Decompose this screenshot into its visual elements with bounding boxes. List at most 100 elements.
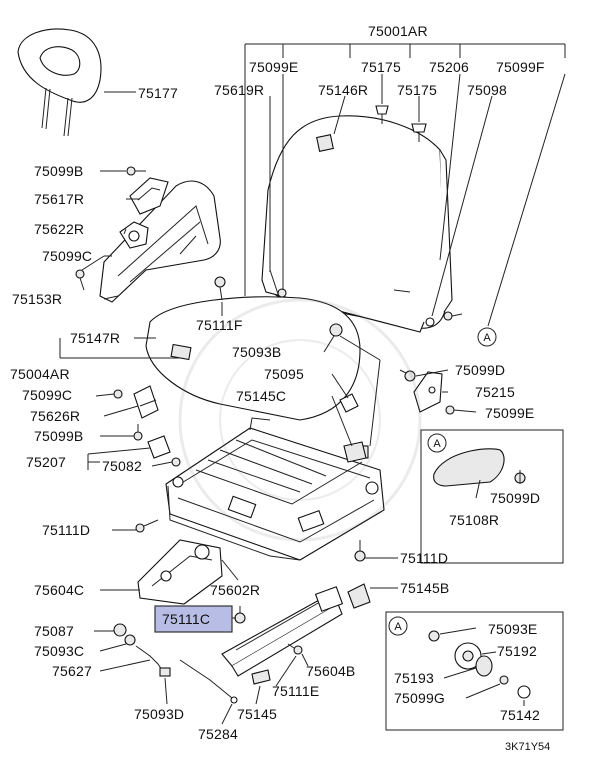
washer-75098[interactable] xyxy=(425,317,435,327)
label-75142[interactable]: 75142 xyxy=(500,707,540,723)
knob-75192[interactable] xyxy=(454,642,482,670)
clip-75099E-top[interactable] xyxy=(277,288,287,298)
bolt-75099B-b[interactable] xyxy=(133,424,143,441)
screw-75099G[interactable] xyxy=(499,675,509,685)
label-75111C[interactable]: 75111C xyxy=(162,611,210,627)
armrest-part[interactable] xyxy=(433,448,505,487)
bolt-75111D-b[interactable] xyxy=(354,540,366,562)
label-75207[interactable]: 75207 xyxy=(26,454,66,470)
label-75099E-b[interactable]: 75099E xyxy=(485,405,534,421)
slide-cover-part[interactable] xyxy=(347,583,371,609)
label-75099C-a[interactable]: 75099C xyxy=(42,248,92,264)
label-75108R[interactable]: 75108R xyxy=(449,512,499,528)
label-75622R[interactable]: 75622R xyxy=(34,221,84,237)
part-75207[interactable] xyxy=(147,435,171,459)
label-75153R[interactable]: 75153R xyxy=(12,291,62,307)
cable-75627[interactable] xyxy=(135,645,163,671)
knob-bracket-part[interactable] xyxy=(119,221,149,249)
seat-back-part[interactable] xyxy=(261,115,453,333)
bolt-75099B-a[interactable] xyxy=(126,166,146,176)
label-75099C-b[interactable]: 75099C xyxy=(22,387,72,403)
label-75099D-b[interactable]: 75099D xyxy=(490,490,540,506)
label-75617R[interactable]: 75617R xyxy=(34,191,84,207)
seat-cushion-part[interactable] xyxy=(145,296,361,421)
label-75099G[interactable]: 75099G xyxy=(394,690,445,706)
headrest-part[interactable] xyxy=(17,28,102,137)
label-75627[interactable]: 75627 xyxy=(52,663,92,679)
bolt-75099E-b[interactable] xyxy=(445,405,455,415)
callout-A-main: A xyxy=(477,327,497,347)
label-75111D-a[interactable]: 75111D xyxy=(42,522,90,538)
label-75619R[interactable]: 75619R xyxy=(214,82,264,98)
bracket-75626R[interactable] xyxy=(133,385,159,419)
label-75215[interactable]: 75215 xyxy=(475,384,515,400)
label-75099B-a[interactable]: 75099B xyxy=(34,163,83,179)
label-75099E-top[interactable]: 75099E xyxy=(249,59,298,75)
cap-75193[interactable] xyxy=(475,655,493,677)
label-75093D[interactable]: 75093D xyxy=(134,706,184,722)
label-75626R[interactable]: 75626R xyxy=(30,408,80,424)
bolt-75099C-b[interactable] xyxy=(113,389,123,399)
label-75001AR[interactable]: 75001AR xyxy=(368,23,428,39)
label-75602R[interactable]: 75602R xyxy=(210,582,260,598)
label-75082[interactable]: 75082 xyxy=(102,458,142,474)
cover-75145[interactable] xyxy=(251,669,271,685)
bolt-75099D-a[interactable] xyxy=(399,369,416,382)
clip-75111F[interactable] xyxy=(214,276,226,301)
cap-75142[interactable] xyxy=(517,685,531,699)
label-75145C[interactable]: 75145C xyxy=(236,388,286,404)
cable-75284[interactable] xyxy=(179,659,238,704)
label-75098[interactable]: 75098 xyxy=(467,82,507,98)
seat-frame-part[interactable] xyxy=(165,417,385,561)
lever-bracket-part[interactable] xyxy=(129,177,169,215)
bolt-75111D-a[interactable] xyxy=(135,519,159,533)
clip-75175-b[interactable] xyxy=(411,123,427,142)
side-cover-part[interactable] xyxy=(99,180,221,303)
label-75111D-b[interactable]: 75111D xyxy=(400,550,448,566)
label-75093B[interactable]: 75093B xyxy=(232,344,281,360)
callout-A-box1-label: A xyxy=(433,438,441,450)
label-75604B[interactable]: 75604B xyxy=(306,663,355,679)
part-75082[interactable] xyxy=(171,457,181,467)
nut-75087[interactable] xyxy=(113,623,127,637)
right-slide-rail-part[interactable] xyxy=(221,586,344,677)
nut-75093E[interactable] xyxy=(428,630,440,642)
label-75093E[interactable]: 75093E xyxy=(488,621,537,637)
bolt-75099F[interactable] xyxy=(443,311,463,321)
highlight-75111C xyxy=(154,605,233,633)
label-75087[interactable]: 75087 xyxy=(34,623,74,639)
clip-75175-a[interactable] xyxy=(375,105,389,124)
clip-75095[interactable] xyxy=(339,393,359,413)
label-75175-b[interactable]: 75175 xyxy=(397,82,437,98)
label-75111F[interactable]: 75111F xyxy=(196,317,243,333)
label-75099F[interactable]: 75099F xyxy=(496,59,545,75)
nut-75093B[interactable] xyxy=(329,323,343,337)
label-75093C[interactable]: 75093C xyxy=(34,643,84,659)
bolt-75111E[interactable] xyxy=(287,643,303,655)
label-75145[interactable]: 75145 xyxy=(237,706,277,722)
label-75175-a[interactable]: 75175 xyxy=(361,59,401,75)
nut-75093C[interactable] xyxy=(124,634,136,646)
label-75004AR[interactable]: 75004AR xyxy=(10,366,70,382)
label-75095[interactable]: 75095 xyxy=(264,366,304,382)
inset-box-armrest: A xyxy=(420,429,564,564)
label-75284[interactable]: 75284 xyxy=(198,726,238,742)
clip-75145C[interactable] xyxy=(343,441,367,463)
bolt-75099C-a[interactable] xyxy=(75,269,85,291)
label-75146R[interactable]: 75146R xyxy=(318,82,368,98)
left-slide-mechanism-part[interactable] xyxy=(137,539,223,605)
label-75099D-a[interactable]: 75099D xyxy=(455,362,505,378)
label-75111E[interactable]: 75111E xyxy=(272,683,319,699)
bolt-75111C[interactable] xyxy=(234,606,246,624)
label-75192[interactable]: 75192 xyxy=(497,643,537,659)
label-75099B-b[interactable]: 75099B xyxy=(34,428,83,444)
label-75145B[interactable]: 75145B xyxy=(400,580,449,596)
label-75206[interactable]: 75206 xyxy=(429,59,469,75)
label-75147R[interactable]: 75147R xyxy=(70,330,120,346)
part-75093D[interactable] xyxy=(159,667,171,677)
label-75193[interactable]: 75193 xyxy=(394,670,434,686)
bracket-75215-part[interactable] xyxy=(413,371,443,413)
label-75604C[interactable]: 75604C xyxy=(34,582,84,598)
label-75177[interactable]: 75177 xyxy=(138,85,178,101)
